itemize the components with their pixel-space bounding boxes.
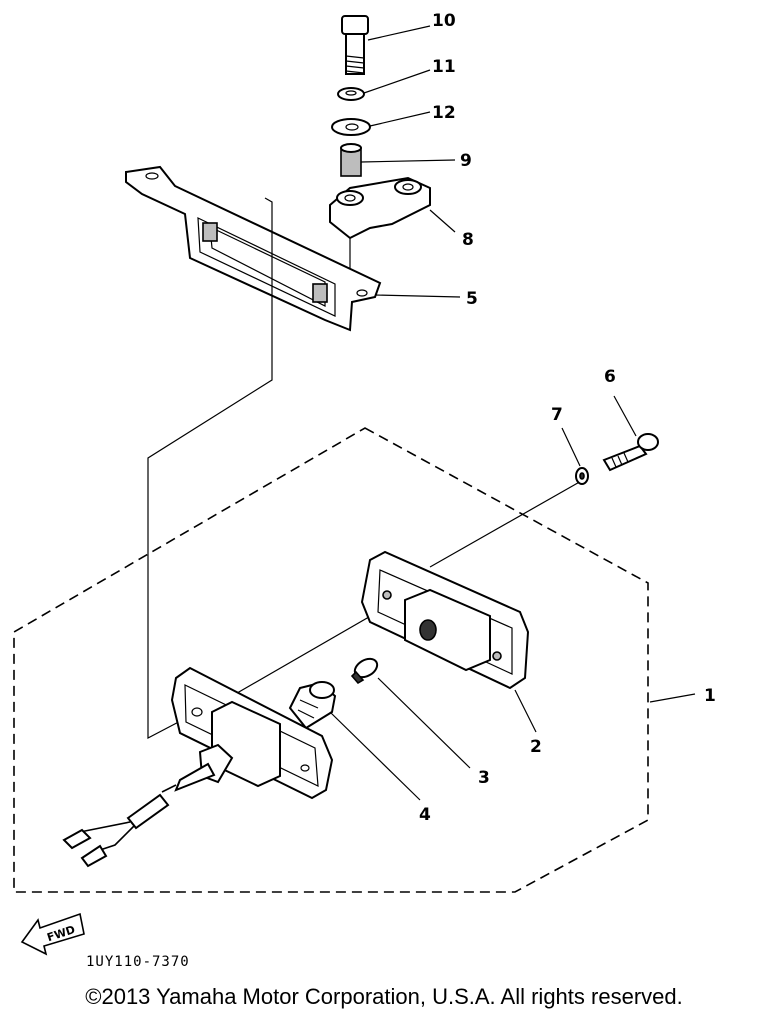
leader-line-4 [329, 711, 421, 801]
bracket-5 [125, 165, 382, 332]
callout-11: 11 [432, 57, 456, 77]
callout-2: 2 [530, 737, 542, 757]
callout-10: 10 [432, 11, 456, 31]
collar-9 [340, 143, 362, 177]
leader-line-3 [377, 677, 471, 769]
lens-2 [360, 550, 530, 690]
screw-6 [602, 433, 659, 472]
callout-9: 9 [460, 151, 472, 171]
callout-12: 12 [432, 103, 456, 123]
leader-line-12 [369, 111, 431, 127]
plain-washer-12 [331, 118, 371, 136]
leader-line-8 [429, 209, 456, 233]
callout-4: 4 [419, 805, 431, 825]
copyright-notice: ©2013 Yamaha Motor Corporation, U.S.A. A… [85, 984, 683, 1009]
reference-line [224, 605, 389, 701]
callout-1: 1 [704, 686, 716, 706]
wiring-harness [62, 762, 216, 868]
bolt-10 [341, 15, 369, 75]
leader-line-1 [649, 693, 696, 703]
spring-washer-11 [337, 87, 365, 101]
callout-7: 7 [551, 405, 563, 425]
leader-line-6 [613, 395, 637, 437]
bulb-3 [350, 657, 379, 685]
reference-line [147, 197, 273, 739]
leader-line-2 [514, 689, 537, 733]
leader-line-11 [363, 69, 431, 94]
callout-3: 3 [478, 768, 490, 788]
callout-5: 5 [466, 289, 478, 309]
callout-6: 6 [604, 367, 616, 387]
lamp-housing [170, 666, 334, 800]
leader-line-9 [360, 159, 456, 163]
leader-line-5 [374, 294, 461, 298]
leader-line-7 [561, 427, 581, 467]
bracket-arm-8 [329, 176, 431, 290]
leader-line-10 [367, 25, 431, 41]
fwd-arrow-icon: FWD [20, 912, 85, 956]
diagram-part-code: 1UY110-7370 [86, 954, 190, 970]
assembly-boundary [13, 427, 649, 893]
socket-4 [288, 681, 337, 730]
reference-line [429, 479, 584, 568]
callout-8: 8 [462, 230, 474, 250]
